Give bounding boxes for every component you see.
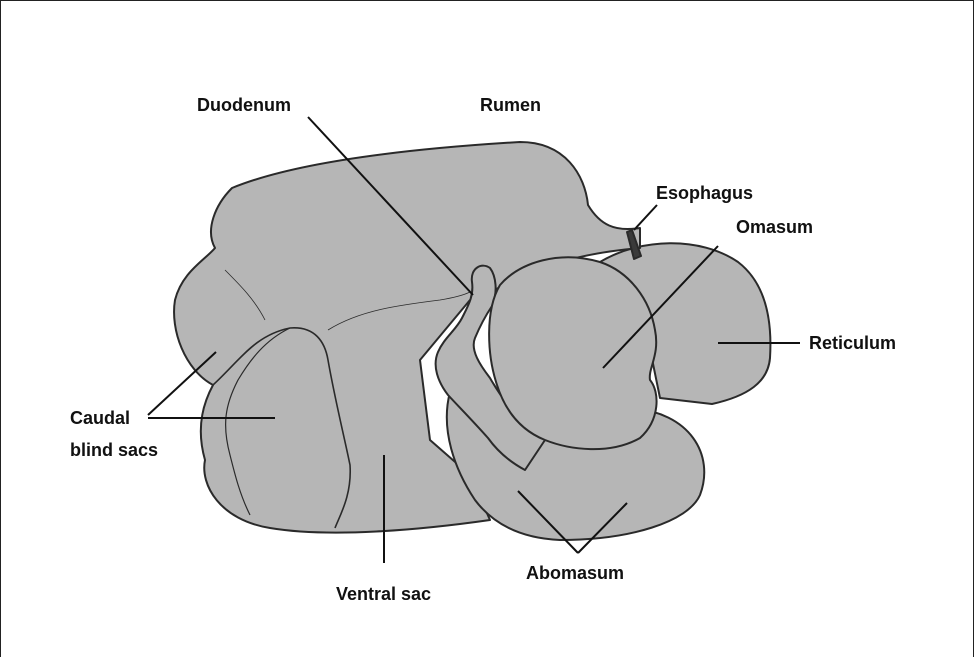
reticulum-label: Reticulum bbox=[809, 332, 896, 354]
esophagus-leader bbox=[634, 205, 657, 230]
ventral-sac-label: Ventral sac bbox=[336, 583, 431, 605]
duodenum-label: Duodenum bbox=[197, 94, 291, 116]
esophagus-label: Esophagus bbox=[656, 182, 753, 204]
caudal-blind-sacs-label-line2: blind sacs bbox=[70, 439, 158, 461]
omasum-label: Omasum bbox=[736, 216, 813, 238]
caudal-blind-sacs-label-line1: Caudal bbox=[70, 407, 130, 429]
rumen-label: Rumen bbox=[480, 94, 541, 116]
abomasum-label: Abomasum bbox=[526, 562, 624, 584]
